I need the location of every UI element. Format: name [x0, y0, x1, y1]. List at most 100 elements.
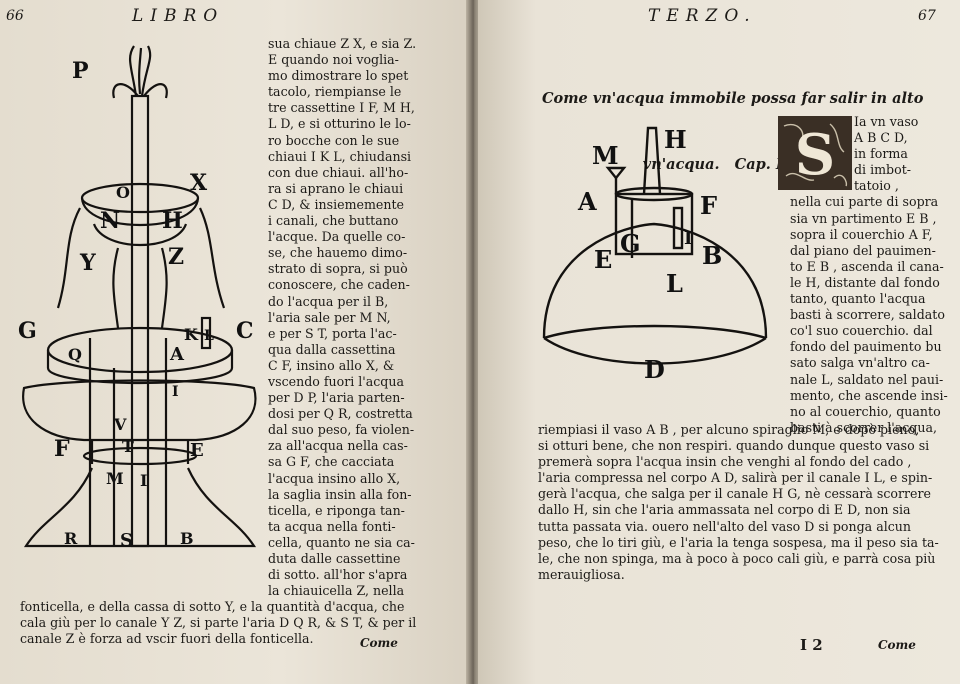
- text-line: tatoio ,: [854, 178, 899, 194]
- text-line: no al couerchio, quanto: [790, 403, 941, 419]
- text-line: se, che hauemo dimo-: [268, 245, 408, 261]
- text-line: sato salga vn'altro ca-: [790, 355, 930, 371]
- text-line: co'l suo couerchio. dal: [790, 323, 933, 339]
- text-line: peso, che lo tiri giù, e l'aria la tenga…: [538, 534, 939, 550]
- figure-label: B: [702, 241, 722, 270]
- figure-label: E: [594, 245, 612, 274]
- text-line: per D P, l'aria parten-: [268, 390, 405, 406]
- left-full-width-text: fonticella, e della cassa di sotto Y, e …: [20, 599, 416, 647]
- figure-label: Q: [68, 345, 82, 364]
- figure-label: Z: [168, 244, 184, 270]
- running-head-left: LIBRO: [132, 6, 225, 26]
- text-line: C F, insino allo X, &: [268, 357, 395, 373]
- text-line: strato di sopra, si può: [268, 261, 408, 277]
- text-line: nella cui parte di sopra: [790, 194, 939, 210]
- text-line: cala giù per lo canale Y Z, si parte l'a…: [20, 615, 417, 631]
- fountain-figure: P X O N H Y Z G C K L Q A I V F T E M I: [18, 45, 257, 551]
- figure-label: V: [113, 415, 127, 434]
- right-page: TERZO. 67 Come vn'acqua immobile possa f…: [478, 0, 960, 684]
- text-line: di sotto. all'hor s'apra: [268, 567, 408, 583]
- text-line: to E B , ascenda il cana-: [790, 258, 944, 274]
- left-page: 66 LIBRO: [0, 0, 470, 684]
- text-line: l'acque. Da quelle co-: [268, 229, 406, 245]
- text-line: sua chiaue Z X, e sia Z.: [268, 36, 417, 51]
- text-line: A B C D,: [854, 130, 908, 146]
- text-line: dallo H, sin che l'aria ammassata nel co…: [538, 502, 911, 518]
- figure-label: K: [184, 325, 199, 344]
- figure-label: I: [684, 228, 692, 249]
- text-line: dal piano del pauimen-: [790, 242, 936, 258]
- text-line: cella, quanto ne sia ca-: [268, 534, 415, 550]
- text-line: dosi per Q R, costretta: [268, 406, 413, 422]
- text-line: di imbot-: [854, 162, 912, 178]
- left-column-text: sua chiaue Z X, e sia Z.E quando noi vog…: [268, 36, 416, 599]
- text-line: tutta passata via. ouero nell'alto del v…: [538, 518, 912, 534]
- text-line: merauigliosa.: [538, 566, 625, 582]
- text-line: gerà l'acqua, che salga per il canale H …: [538, 486, 931, 502]
- text-line: sia vn partimento E B ,: [790, 210, 937, 226]
- figure-label: R: [64, 529, 78, 548]
- figure-label: M: [106, 469, 124, 488]
- text-line: mento, che ascende insi-: [790, 387, 948, 403]
- catchword-right: Come: [878, 638, 916, 652]
- text-line: vscendo fuori l'acqua: [268, 373, 404, 389]
- text-line: conoscere, che caden-: [268, 277, 410, 293]
- text-line: mo dimostrare lo spet: [268, 68, 409, 84]
- running-head-right: TERZO.: [648, 6, 757, 26]
- text-line: in forma: [854, 146, 908, 162]
- text-line: ta acqua nella fonti-: [268, 518, 396, 534]
- figure-label: B: [180, 529, 194, 548]
- figure-label: L: [666, 269, 683, 298]
- text-line: ra si aprano le chiaui: [268, 180, 404, 196]
- text-line: qua dalla cassettina: [268, 341, 396, 357]
- figure-label: Y: [79, 250, 96, 276]
- vessel-figure: M H A F G I E B L D: [542, 125, 768, 384]
- text-line: sa G F, che cacciata: [268, 454, 395, 470]
- figure-label: I: [172, 384, 179, 400]
- text-line: za all'acqua nella cas-: [268, 438, 408, 454]
- chapter-title-line: Come vn'acqua immobile possa far salir i…: [542, 90, 924, 107]
- figure-label: G: [620, 229, 641, 258]
- page-signature: I 2: [800, 636, 823, 654]
- figure-label: O: [116, 183, 130, 202]
- text-line: premerà sopra l'acqua insin che venghi a…: [538, 454, 912, 470]
- text-line: C D, & insiememente: [268, 196, 405, 212]
- text-line: la chiauicella Z, nella: [268, 583, 405, 599]
- text-line: chiaui I K L, chiudansi: [268, 148, 412, 164]
- figure-label: F: [700, 191, 717, 220]
- vessel-figure-labels: M H A F G I E B L D: [577, 125, 722, 384]
- text-line: le, che non spinga, ma à poco à poco cal…: [538, 550, 936, 566]
- text-line: si otturi bene, che non respiri. quando …: [538, 438, 930, 454]
- fountain-figure-labels: P X O N H Y Z G C K L Q A I V F T E M I: [18, 58, 254, 551]
- text-line: L D, e si otturino le lo-: [268, 116, 411, 132]
- text-line: e per S T, porta l'ac-: [268, 325, 397, 341]
- text-line: nale L, saldato nel paui-: [790, 371, 944, 387]
- figure-label: S: [120, 530, 133, 551]
- text-line: Ia vn vaso: [854, 114, 919, 129]
- figure-label: H: [162, 208, 183, 234]
- text-line: canale Z è forza ad vscir fuori della fo…: [20, 631, 314, 647]
- text-line: ticella, e riponga tan-: [268, 502, 405, 518]
- text-line: con due chiaui. all'ho-: [268, 164, 409, 180]
- text-line: do l'acqua per il B,: [268, 293, 389, 309]
- text-line: basti à scorrer l'acqua,: [790, 419, 937, 435]
- figure-label: L: [204, 328, 214, 344]
- decorated-initial: S: [778, 116, 852, 190]
- text-line: tanto, quanto l'acqua: [790, 291, 926, 307]
- page-number-left: 66: [6, 8, 24, 24]
- figure-label: G: [18, 318, 37, 344]
- figure-label: A: [169, 344, 185, 365]
- text-line: sopra il couerchio A F,: [790, 226, 933, 242]
- initial-letter: S: [795, 122, 835, 188]
- figure-label: X: [190, 170, 208, 196]
- text-line: duta dalle cassettine: [268, 551, 401, 566]
- figure-label: D: [644, 355, 665, 384]
- figure-label: T: [122, 437, 134, 456]
- right-full-width-text: riempiasi il vaso A B , per alcuno spira…: [538, 422, 939, 583]
- figure-label: E: [190, 440, 204, 461]
- text-line: fonticella, e della cassa di sotto Y, e …: [20, 599, 405, 614]
- text-line: l'acqua insino allo X,: [268, 470, 401, 486]
- text-line: E quando noi voglia-: [268, 52, 399, 68]
